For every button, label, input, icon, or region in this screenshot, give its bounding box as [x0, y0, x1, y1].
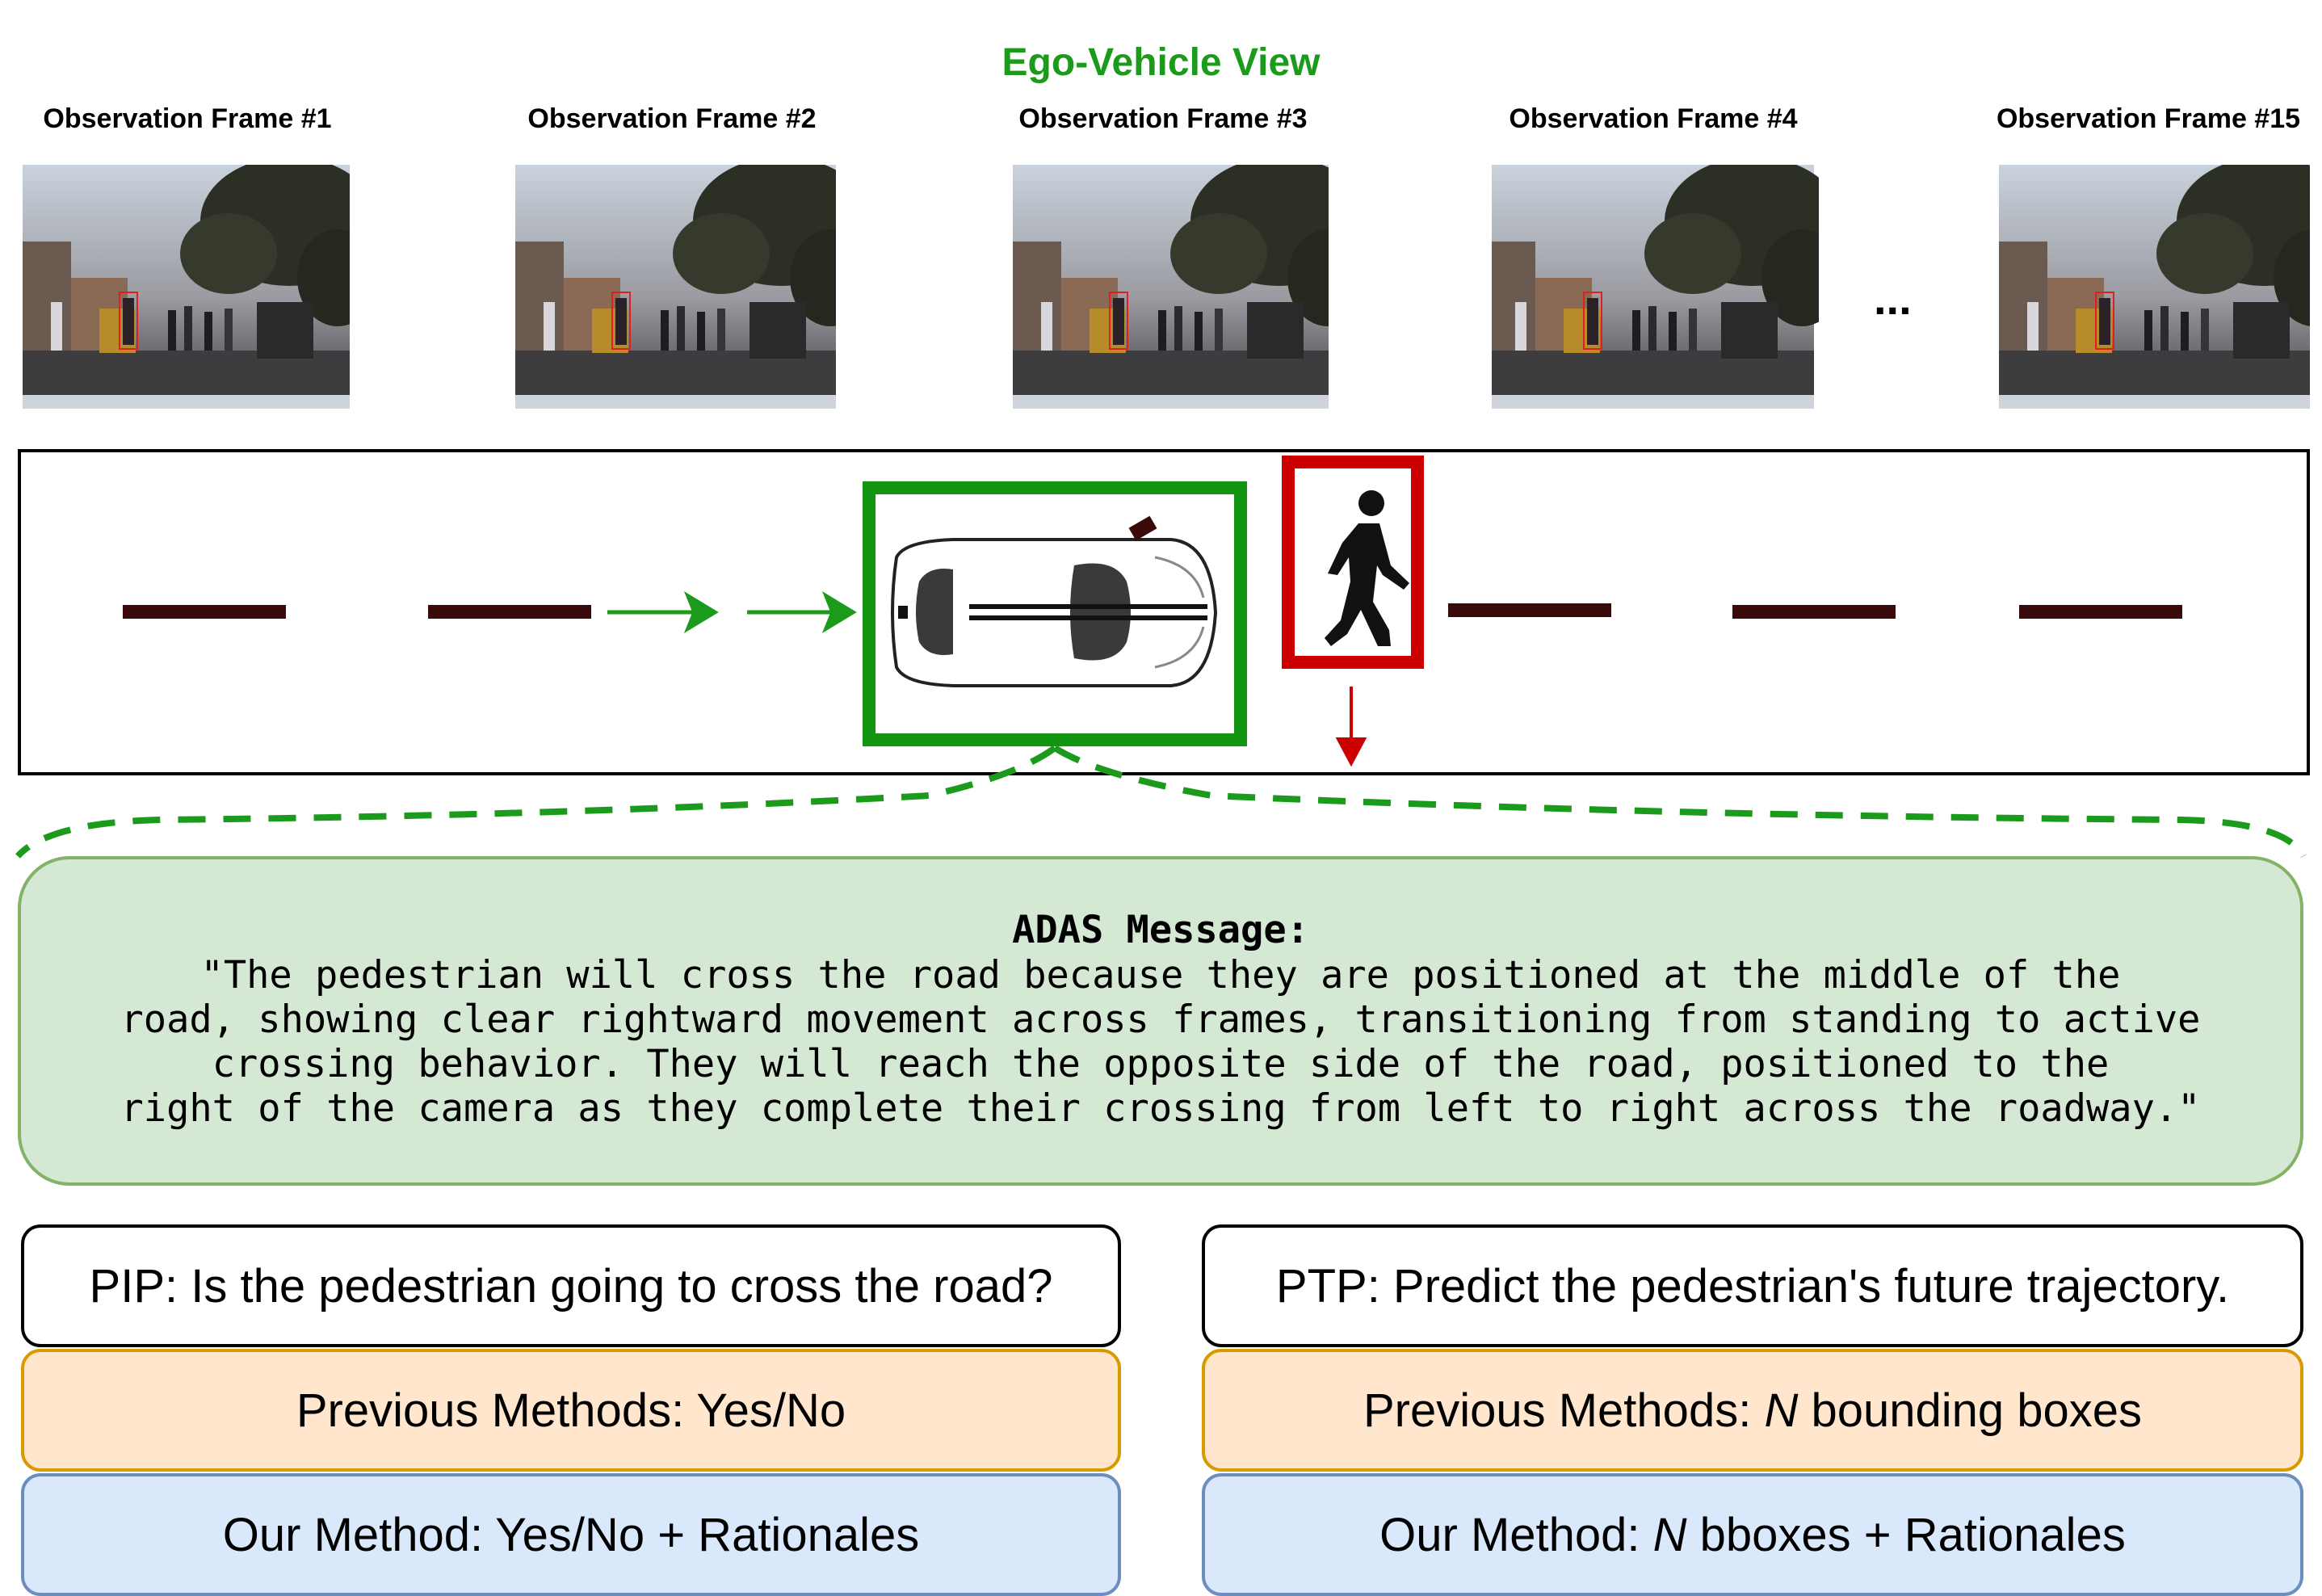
ptp-previous-methods-box: Previous Methods: N bounding boxes — [1202, 1349, 2303, 1472]
figure-title: Ego-Vehicle View — [1001, 41, 1321, 84]
ptp-our-prefix: Our Method: — [1379, 1508, 1653, 1561]
lane-markings — [123, 603, 2182, 619]
ptp-question: PTP: Predict the pedestrian's future tra… — [1275, 1259, 2230, 1312]
adas-message-box — [18, 856, 2303, 1186]
ptp-question-box: PTP: Predict the pedestrian's future tra… — [1202, 1224, 2303, 1347]
ego-vehicle-box — [863, 481, 1247, 746]
road-diagram — [18, 449, 2310, 775]
adas-message-title: ADAS Message: — [1012, 908, 1309, 952]
pip-question-box: PIP: Is the pedestrian going to cross th… — [21, 1224, 1121, 1347]
ptp-our-method-box: Our Method: N bboxes + Rationales — [1202, 1473, 2303, 1596]
motion-arrows — [607, 590, 857, 634]
pip-question: PIP: Is the pedestrian going to cross th… — [89, 1259, 1053, 1312]
callout-lines — [15, 745, 2307, 859]
frame-label-1: Observation Frame #1 — [43, 103, 332, 134]
pip-our-method: Our Method: Yes/No + Rationales — [222, 1508, 920, 1561]
pedestrian-direction-arrow — [1335, 687, 1367, 767]
pedestrian-icon — [1325, 490, 1409, 646]
ptp-previous-variable: N — [1764, 1384, 1799, 1437]
frame-label-15: Observation Frame #15 — [1996, 103, 2301, 134]
ellipsis: ... — [1874, 273, 1912, 324]
adas-message-text: "The pedestrian will cross the road beca… — [120, 953, 2201, 1131]
ptp-previous-prefix: Previous Methods: — [1363, 1384, 1765, 1437]
pip-our-method-box: Our Method: Yes/No + Rationales — [21, 1473, 1121, 1596]
frame-label-4: Observation Frame #4 — [1509, 103, 1798, 134]
pip-previous-methods: Previous Methods: Yes/No — [296, 1384, 846, 1437]
car-icon — [891, 515, 1218, 687]
ptp-previous-suffix: bounding boxes — [1798, 1384, 2143, 1437]
frame-label-3: Observation Frame #3 — [1018, 103, 1308, 134]
frame-label-2: Observation Frame #2 — [527, 103, 817, 134]
ptp-our-variable: N — [1652, 1508, 1687, 1561]
pip-previous-methods-box: Previous Methods: Yes/No — [21, 1349, 1121, 1472]
ptp-our-suffix: bboxes + Rationales — [1686, 1508, 2126, 1561]
